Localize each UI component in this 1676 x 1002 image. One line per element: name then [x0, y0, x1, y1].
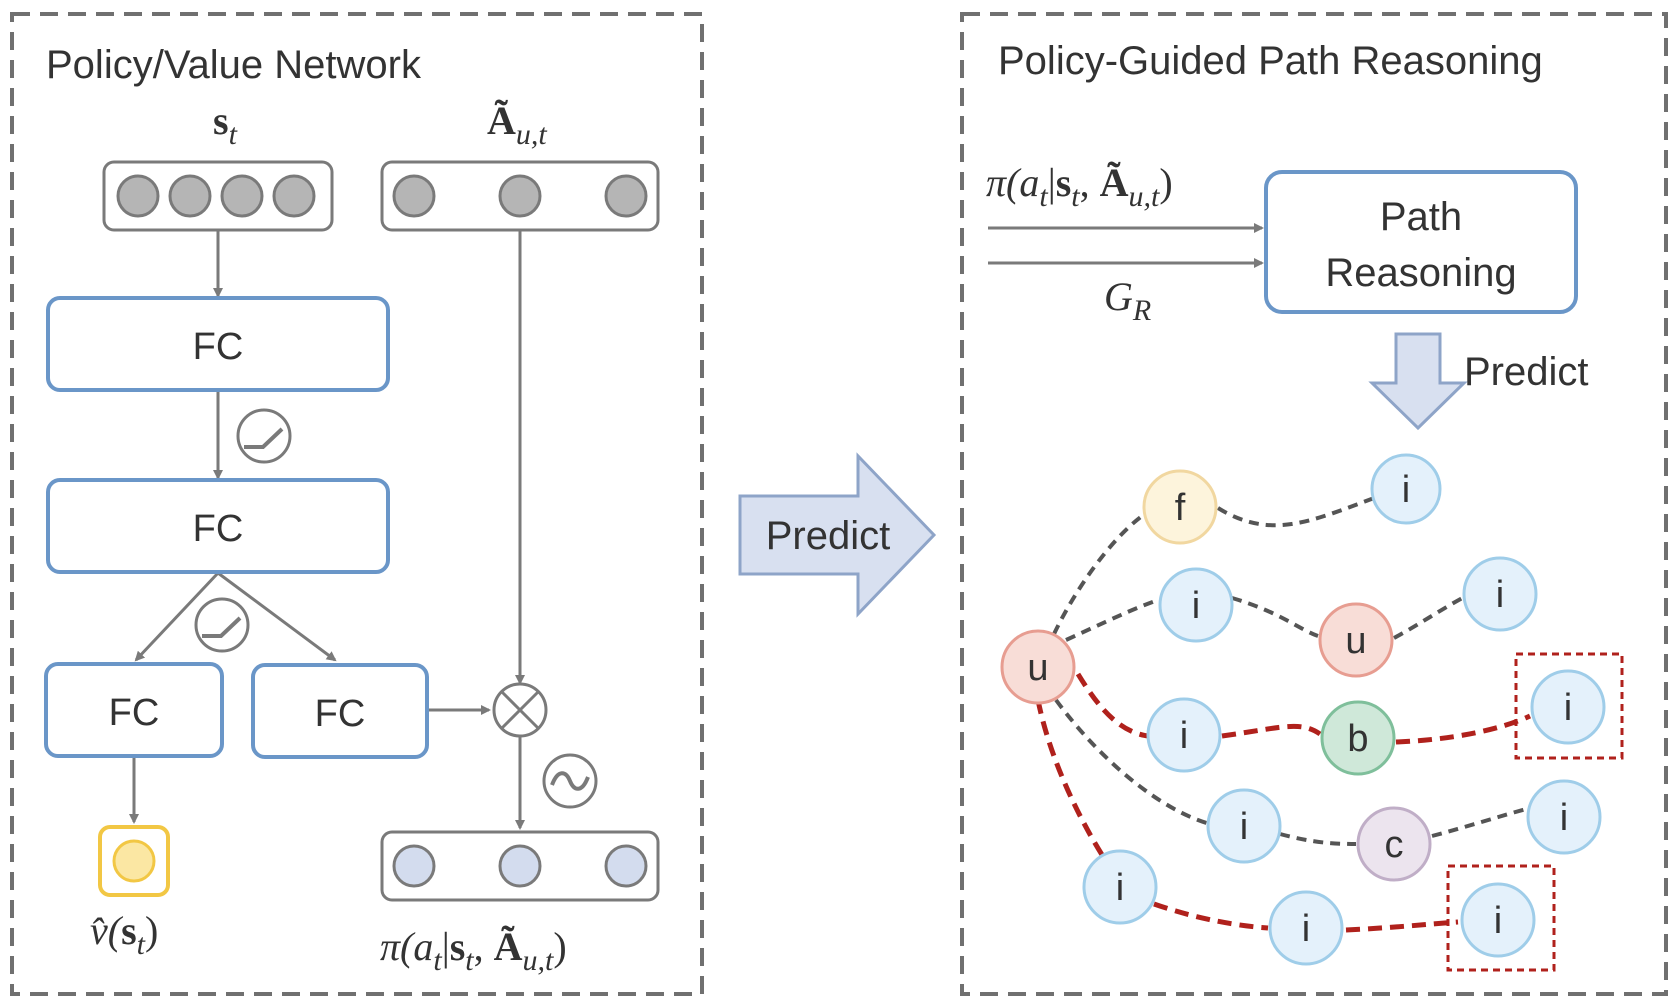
fc-policy-head: FC — [251, 663, 429, 759]
relu-icon — [194, 597, 250, 653]
graph-node-user: u — [1318, 602, 1394, 678]
graph-node-item: i — [1530, 669, 1606, 745]
graph-node-item: i — [1462, 556, 1538, 632]
graph-label: GR — [1104, 274, 1151, 327]
policy-neuron — [604, 844, 648, 888]
policy-output-label: π(at|st, Ãu,t) — [380, 924, 567, 977]
edge-c-i — [1431, 806, 1531, 838]
edge-i3-c — [1279, 832, 1357, 846]
edge-u-i3 — [1054, 698, 1211, 826]
policy-value-network-title: Policy/Value Network — [46, 43, 422, 87]
graph-node-category: c — [1356, 806, 1432, 882]
action-neuron — [498, 174, 542, 218]
edge-u-i1 — [1065, 598, 1159, 642]
svg-text:i: i — [1564, 687, 1572, 729]
path-edges — [1035, 496, 1532, 933]
action-space-vector — [380, 160, 660, 232]
graph-node-item: i — [1370, 453, 1442, 525]
value-output-label: v̂(st) — [90, 908, 158, 961]
recommended-item-highlight — [1446, 864, 1556, 972]
arrow-fc2-to-fc4 — [217, 571, 337, 662]
edge-red-u-i2 — [1075, 672, 1149, 739]
graph-node-item: i — [1206, 788, 1282, 864]
graph-node-item: i — [1082, 849, 1158, 925]
down-predict-label: Predict — [1464, 350, 1589, 394]
edge-u-f — [1052, 514, 1144, 635]
down-predict-arrow — [1368, 332, 1468, 431]
svg-text:i: i — [1240, 806, 1248, 848]
path-reasoning-line2: Reasoning — [1325, 251, 1516, 295]
arrow-fc2-to-fc3 — [134, 571, 220, 662]
graph-node-brand: b — [1320, 700, 1396, 776]
graph-node-item: i — [1526, 779, 1602, 855]
multiply-icon — [492, 682, 548, 738]
state-neuron — [116, 174, 160, 218]
graph-node-user: u — [1000, 629, 1076, 705]
svg-text:f: f — [1175, 487, 1186, 529]
graph-node-item: i — [1158, 567, 1234, 643]
graph-node-item: i — [1146, 697, 1222, 773]
action-neuron — [392, 174, 436, 218]
svg-text:c: c — [1385, 824, 1404, 866]
edge-red-i5-i — [1345, 919, 1459, 933]
path-reasoning-line1: Path — [1380, 195, 1462, 239]
graph-nodes: u f i i u i i b — [1000, 453, 1606, 966]
relu-icon — [236, 408, 292, 464]
policy-value-network-frame — [10, 12, 704, 996]
policy-input-label: π(at|st, Ãu,t) — [986, 160, 1173, 213]
path-reasoning-frame — [960, 12, 1668, 996]
predict-arrow: Predict — [738, 452, 937, 618]
fc-label: FC — [315, 693, 366, 735]
recommended-item-highlight — [1514, 652, 1624, 760]
graph-node-feature: f — [1142, 469, 1218, 545]
fc-layer-2: FC — [46, 478, 390, 574]
state-neuron — [220, 174, 264, 218]
action-neuron — [604, 174, 648, 218]
svg-text:b: b — [1347, 718, 1368, 760]
edge-u1-i — [1393, 594, 1467, 640]
svg-text:i: i — [1116, 867, 1124, 909]
graph-node-item: i — [1460, 882, 1536, 958]
fc-layer-1: FC — [46, 296, 390, 392]
path-reasoning-box: Path Reasoning — [1264, 170, 1578, 314]
fc-label: FC — [193, 508, 244, 550]
policy-output-vector — [380, 830, 660, 902]
softmax-icon — [542, 753, 598, 809]
svg-text:i: i — [1302, 908, 1310, 950]
state-neuron — [168, 174, 212, 218]
graph-node-item: i — [1268, 890, 1344, 966]
path-reasoning-title: Policy-Guided Path Reasoning — [998, 39, 1543, 83]
policy-neuron — [392, 844, 436, 888]
svg-text:i: i — [1402, 469, 1410, 511]
svg-text:u: u — [1027, 647, 1048, 689]
svg-text:i: i — [1496, 574, 1504, 616]
svg-text:i: i — [1180, 715, 1188, 757]
state-neuron — [272, 174, 316, 218]
svg-text:i: i — [1494, 900, 1502, 942]
state-label: st — [213, 98, 238, 151]
edge-red-i4-i5 — [1153, 901, 1269, 931]
svg-text:u: u — [1345, 620, 1366, 662]
fc-value-head: FC — [44, 662, 224, 758]
predict-arrow-label: Predict — [766, 514, 891, 558]
edge-red-u-i4 — [1035, 699, 1107, 860]
fc-label: FC — [109, 692, 160, 734]
svg-text:i: i — [1560, 797, 1568, 839]
action-space-label: Ãu,t — [487, 98, 547, 151]
edge-f-i — [1216, 496, 1375, 528]
state-vector — [102, 160, 334, 232]
edge-red-i2-b — [1221, 723, 1322, 739]
edge-red-b-i — [1395, 713, 1532, 745]
value-output — [98, 825, 170, 897]
policy-neuron — [498, 844, 542, 888]
network-arrows — [129, 231, 525, 830]
fc-label: FC — [193, 326, 244, 368]
edge-i1-u1 — [1231, 596, 1319, 638]
svg-text:i: i — [1192, 585, 1200, 627]
